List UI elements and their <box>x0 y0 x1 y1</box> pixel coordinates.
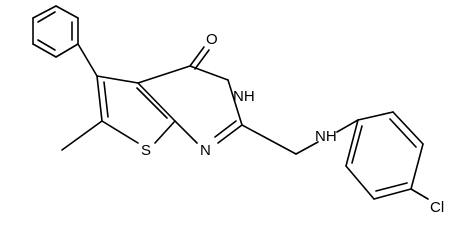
amine-nh-label: NH <box>315 128 337 145</box>
pyrimidine-n-label: N <box>200 142 211 159</box>
pyrimidinone-ring <box>137 46 243 144</box>
oxygen-label: O <box>206 31 218 48</box>
chlorophenyl-ring <box>345 111 424 200</box>
methylene-bond <box>241 124 297 155</box>
thiophene-ring <box>96 75 176 144</box>
molecule-diagram: O NH N S NH Cl <box>32 5 444 216</box>
ring-nh-label: NH <box>233 88 255 105</box>
chlorine-bond <box>410 188 429 200</box>
sulfur-label: S <box>141 142 151 159</box>
amine-bond-right <box>336 119 359 133</box>
phenyl-ring <box>32 5 79 58</box>
structure-canvas: O NH N S NH Cl <box>32 5 445 216</box>
phenyl-link-bond <box>77 43 98 77</box>
amine-bond-left <box>295 141 319 155</box>
chlorine-label: Cl <box>430 199 444 216</box>
methyl-bond <box>61 120 103 151</box>
